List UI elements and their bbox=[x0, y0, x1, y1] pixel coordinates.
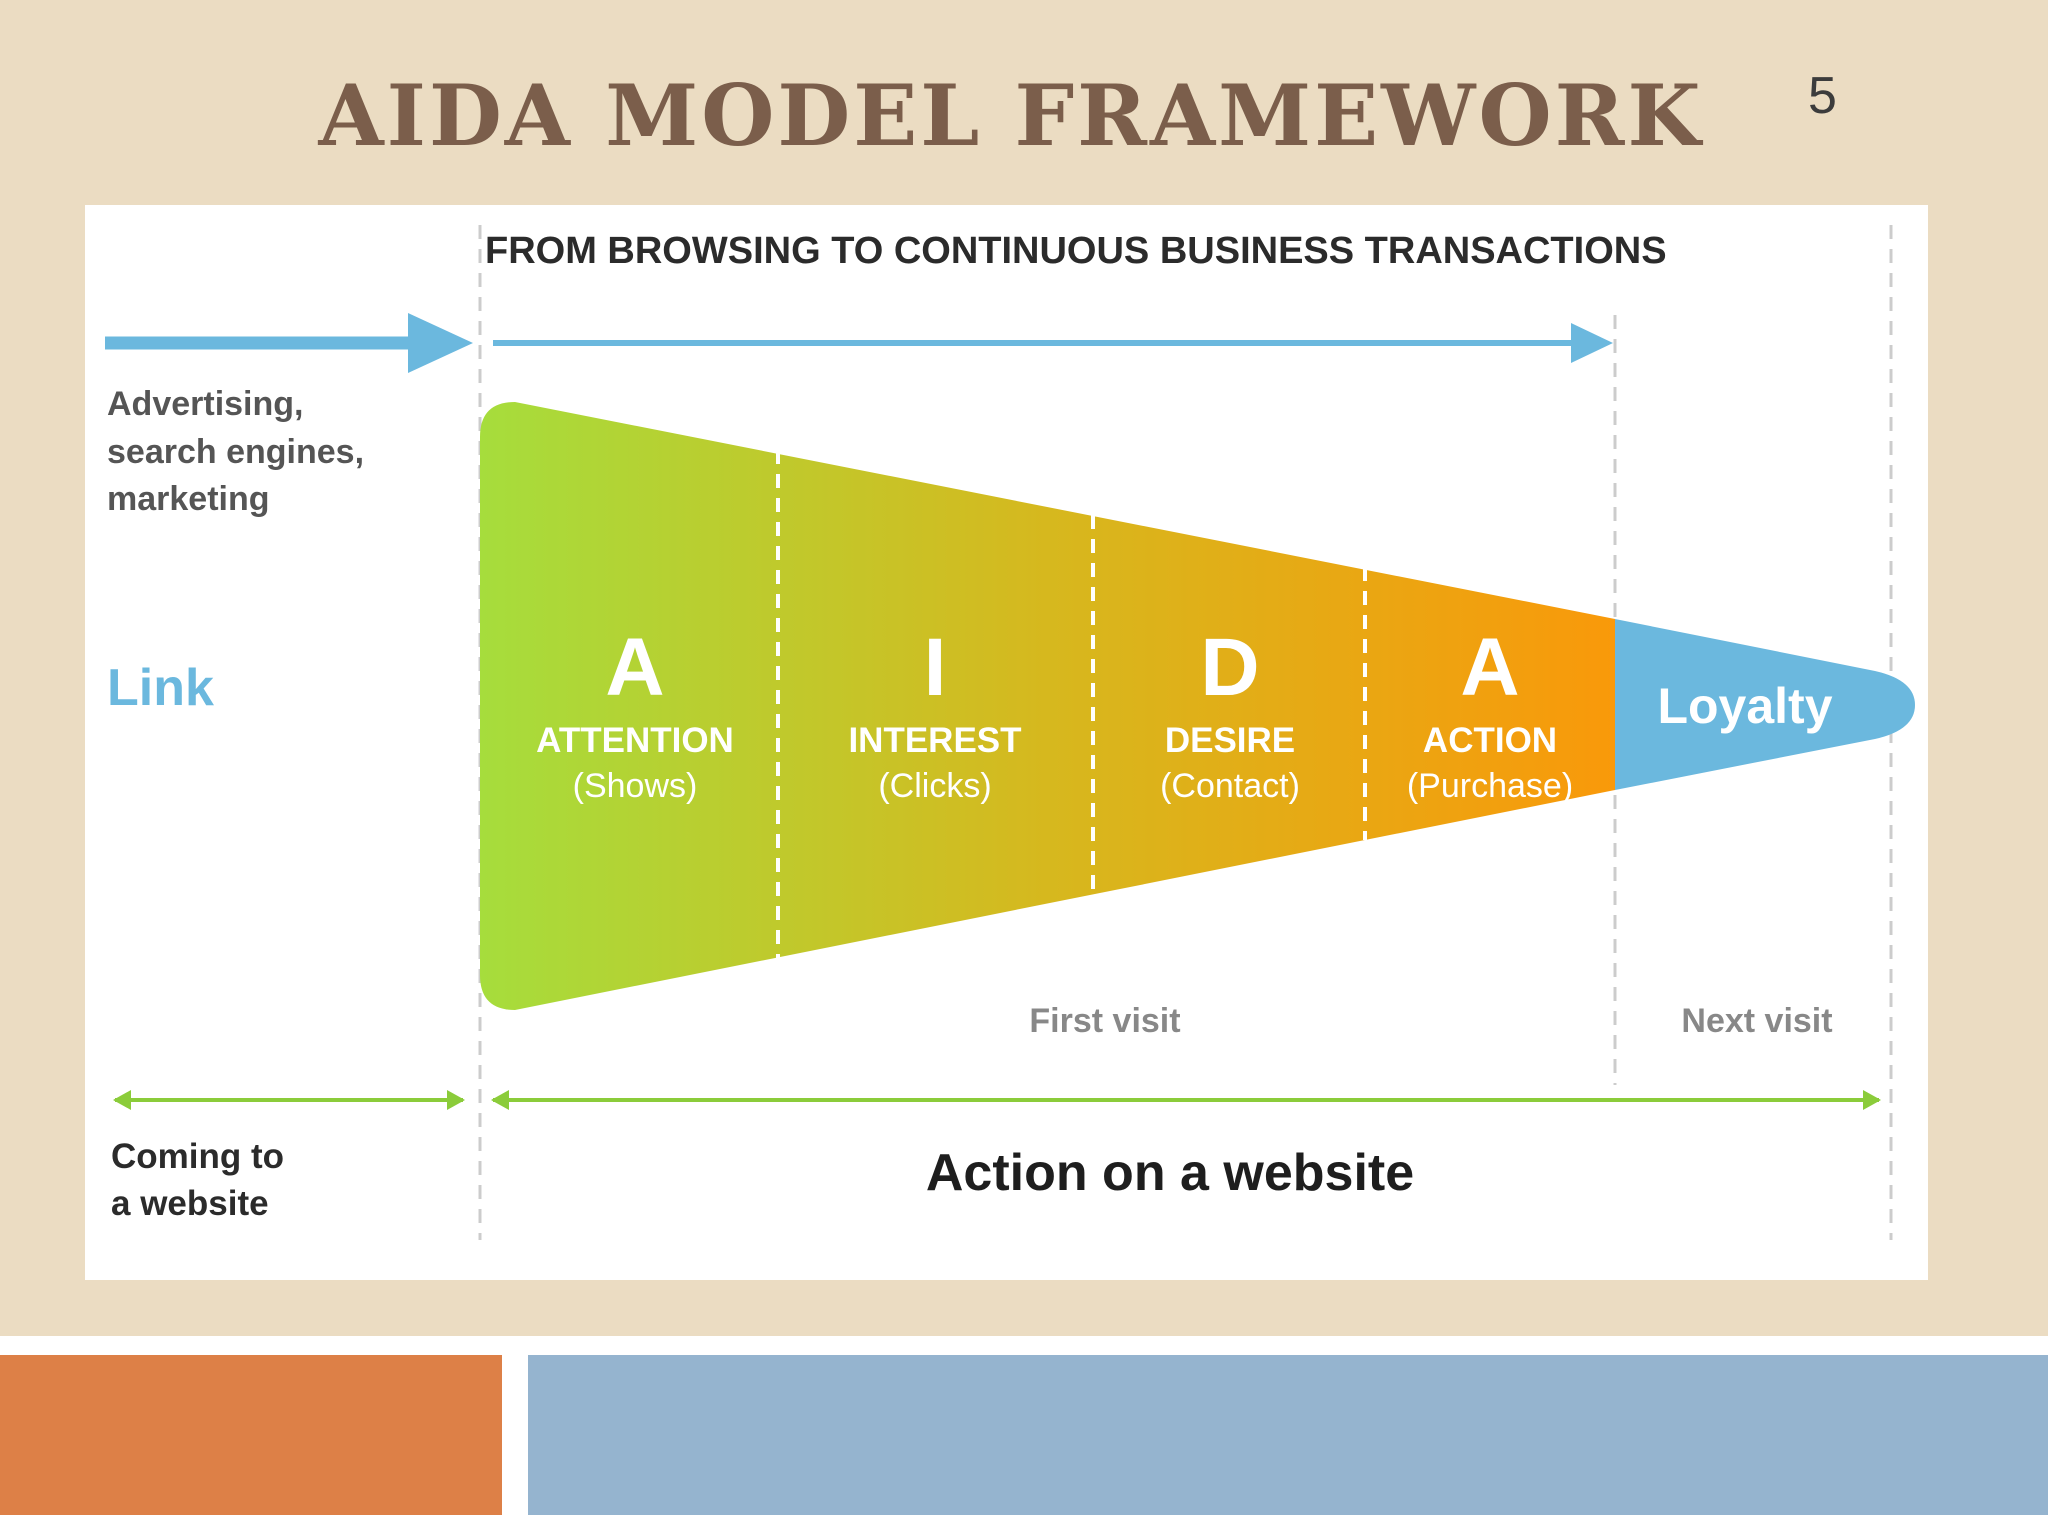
stage-detail: (Shows) bbox=[573, 767, 698, 805]
diagram-header: FROM BROWSING TO CONTINUOUS BUSINESS TRA… bbox=[485, 230, 1667, 272]
stage-name: ACTION bbox=[1423, 721, 1557, 760]
next-visit-label: Next visit bbox=[1681, 1002, 1832, 1040]
slide-number: 5 bbox=[1808, 67, 1837, 125]
stage-name: ATTENTION bbox=[536, 721, 734, 760]
stage-letter: D bbox=[1200, 622, 1259, 713]
slide-title: AIDA MODEL FRAMEWORK bbox=[318, 66, 1704, 165]
source-line-1: Advertising, bbox=[107, 385, 303, 423]
source-line-2: search engines, bbox=[107, 433, 364, 471]
loyalty-label: Loyalty bbox=[1657, 678, 1832, 734]
stage-attention: A ATTENTION (Shows) bbox=[536, 622, 734, 805]
stage-letter: I bbox=[924, 622, 947, 713]
stage-detail: (Clicks) bbox=[878, 767, 991, 805]
loyalty-shape bbox=[1615, 619, 1915, 790]
link-label: Link bbox=[107, 659, 214, 717]
first-visit-label: First visit bbox=[1029, 1002, 1180, 1040]
browsing-arrow bbox=[493, 323, 1613, 363]
stage-letter: A bbox=[605, 622, 664, 713]
traffic-sources-text: Advertising, search engines, marketing bbox=[107, 385, 373, 518]
link-arrow bbox=[105, 313, 473, 373]
stage-name: DESIRE bbox=[1165, 721, 1295, 760]
stage-dividers bbox=[776, 450, 1367, 960]
footer-bar-blue bbox=[528, 1355, 2048, 1515]
website-action-arrow bbox=[491, 1090, 1881, 1110]
footer-bar-orange bbox=[0, 1355, 502, 1515]
stage-letter: A bbox=[1460, 622, 1519, 713]
stage-desire: D DESIRE (Contact) bbox=[1160, 622, 1300, 805]
coming-to-website-text: Coming to a website bbox=[111, 1137, 294, 1223]
aida-diagram: FROM BROWSING TO CONTINUOUS BUSINESS TRA… bbox=[85, 205, 1928, 1280]
stage-action: A ACTION (Purchase) bbox=[1407, 622, 1573, 805]
coming-line-1: Coming to bbox=[111, 1137, 284, 1176]
stage-detail: (Purchase) bbox=[1407, 767, 1573, 805]
aida-funnel bbox=[480, 402, 1615, 1010]
coming-arrow bbox=[113, 1090, 465, 1110]
action-on-website-label: Action on a website bbox=[926, 1144, 1414, 1202]
stage-detail: (Contact) bbox=[1160, 767, 1300, 805]
coming-line-2: a website bbox=[111, 1184, 269, 1223]
source-line-3: marketing bbox=[107, 480, 270, 518]
stage-name: INTEREST bbox=[848, 721, 1021, 760]
stage-interest: I INTEREST (Clicks) bbox=[848, 622, 1021, 805]
